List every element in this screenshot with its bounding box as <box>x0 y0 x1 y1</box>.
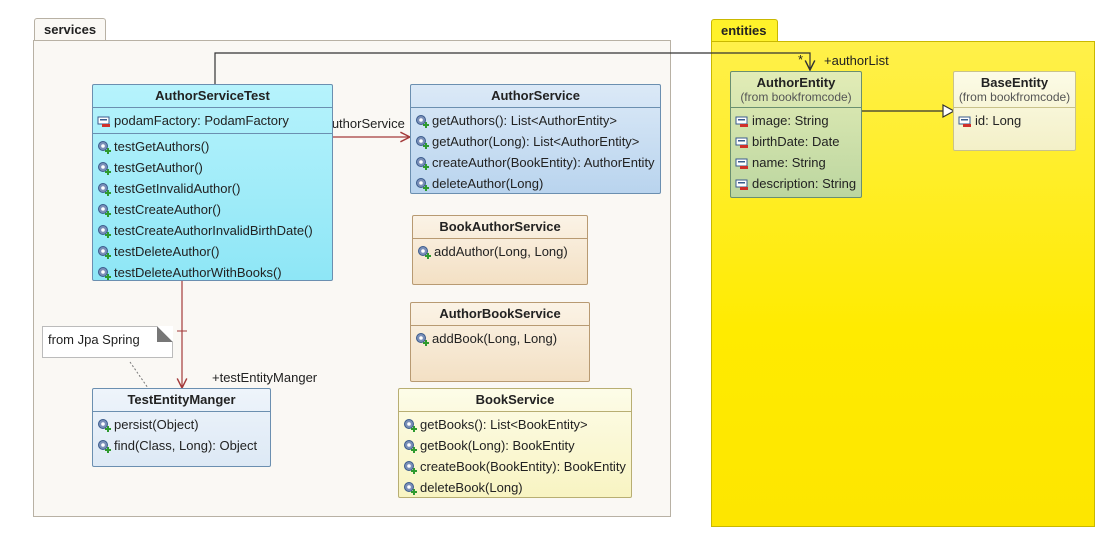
class-name: BookService <box>475 392 555 407</box>
class-name: BaseEntity <box>980 75 1049 90</box>
method-row[interactable]: testGetAuthor() <box>97 157 332 178</box>
public-method-icon <box>98 182 111 196</box>
method-row[interactable]: testGetAuthors() <box>97 136 332 157</box>
private-attribute-icon <box>735 137 748 148</box>
public-method-icon <box>98 439 111 453</box>
private-attribute-icon <box>97 116 110 127</box>
methods-section: testGetAuthors() testGetAuthor() testGet… <box>93 133 332 285</box>
attribute-row[interactable]: podamFactory: PodamFactory <box>97 110 332 131</box>
method-row[interactable]: getAuthors(): List<AuthorEntity> <box>415 110 660 131</box>
author-service-role-label: +authorService <box>317 116 405 131</box>
methods-section: persist(Object) find(Class, Long): Objec… <box>93 411 270 458</box>
author-service-test-class[interactable]: AuthorServiceTest podamFactory: PodamFac… <box>92 84 333 281</box>
attribute-row[interactable]: name: String <box>735 152 861 173</box>
attribute-row[interactable]: id: Long <box>958 110 1075 131</box>
services-package-tab[interactable]: services <box>34 18 106 40</box>
class-name: BookAuthorService <box>439 219 561 234</box>
method-row[interactable]: createBook(BookEntity): BookEntity <box>403 456 631 477</box>
public-method-icon <box>416 332 429 346</box>
author-book-service-class[interactable]: AuthorBookService addBook(Long, Long) <box>410 302 590 382</box>
author-list-role-label: +authorList <box>824 53 889 68</box>
attributes-section: id: Long <box>954 107 1075 133</box>
methods-section: addAuthor(Long, Long) <box>413 238 587 264</box>
method-row[interactable]: addBook(Long, Long) <box>415 328 589 349</box>
book-service-class[interactable]: BookService getBooks(): List<BookEntity>… <box>398 388 632 498</box>
attributes-section: image: String birthDate: Date name: Stri… <box>731 107 861 196</box>
method-row[interactable]: getBooks(): List<BookEntity> <box>403 414 631 435</box>
method-row[interactable]: createAuthor(BookEntity): AuthorEntity <box>415 152 660 173</box>
class-name: AuthorService <box>491 88 580 103</box>
note[interactable]: from Jpa Spring <box>42 326 173 358</box>
class-name: AuthorBookService <box>439 306 561 321</box>
method-row[interactable]: find(Class, Long): Object <box>97 435 270 456</box>
public-method-icon <box>98 203 111 217</box>
public-method-icon <box>98 140 111 154</box>
public-method-icon <box>98 224 111 238</box>
method-row[interactable]: testDeleteAuthor() <box>97 241 332 262</box>
private-attribute-icon <box>735 179 748 190</box>
attribute-row[interactable]: image: String <box>735 110 861 131</box>
method-row[interactable]: deleteAuthor(Long) <box>415 173 660 194</box>
note-fold-icon <box>157 326 173 342</box>
book-author-service-class[interactable]: BookAuthorService addAuthor(Long, Long) <box>412 215 588 285</box>
public-method-icon <box>98 418 111 432</box>
base-entity-class[interactable]: BaseEntity (from bookfromcode) id: Long <box>953 71 1076 151</box>
public-method-icon <box>98 245 111 259</box>
method-row[interactable]: testCreateAuthor() <box>97 199 332 220</box>
entities-package-label: entities <box>721 23 767 38</box>
method-row[interactable]: testDeleteAuthorWithBooks() <box>97 262 332 283</box>
class-name: AuthorServiceTest <box>155 88 270 103</box>
generalization-arrowhead <box>942 103 956 119</box>
public-method-icon <box>404 439 417 453</box>
note-anchor <box>129 361 149 389</box>
public-method-icon <box>416 114 429 128</box>
private-attribute-icon <box>735 116 748 127</box>
author-service-class[interactable]: AuthorService getAuthors(): List<AuthorE… <box>410 84 661 194</box>
author-list-multiplicity: * <box>798 52 804 67</box>
public-method-icon <box>404 460 417 474</box>
methods-section: addBook(Long, Long) <box>411 325 589 351</box>
test-entity-manger-class[interactable]: TestEntityManger persist(Object) find(Cl… <box>92 388 271 467</box>
class-name: TestEntityManger <box>127 392 236 407</box>
public-method-icon <box>416 177 429 191</box>
attributes-section: podamFactory: PodamFactory <box>93 107 332 133</box>
class-origin: (from bookfromcode) <box>740 90 852 104</box>
method-row[interactable]: testCreateAuthorInvalidBirthDate() <box>97 220 332 241</box>
author-list-association <box>214 52 810 84</box>
method-row[interactable]: addAuthor(Long, Long) <box>417 241 587 262</box>
attribute-row[interactable]: birthDate: Date <box>735 131 861 152</box>
note-text: from Jpa Spring <box>48 332 140 347</box>
author-entity-class[interactable]: AuthorEntity (from bookfromcode) image: … <box>730 71 862 198</box>
attribute-row[interactable]: description: String <box>735 173 861 194</box>
method-row[interactable]: persist(Object) <box>97 414 270 435</box>
methods-section: getBooks(): List<BookEntity> getBook(Lon… <box>399 411 631 500</box>
class-origin: (from bookfromcode) <box>958 90 1071 104</box>
public-method-icon <box>416 135 429 149</box>
test-entity-manger-role-label: +testEntityManger <box>212 370 318 385</box>
entities-package-tab[interactable]: entities <box>711 19 778 41</box>
method-row[interactable]: testGetInvalidAuthor() <box>97 178 332 199</box>
method-row[interactable]: getBook(Long): BookEntity <box>403 435 631 456</box>
private-attribute-icon <box>735 158 748 169</box>
public-method-icon <box>404 481 417 495</box>
methods-section: getAuthors(): List<AuthorEntity> getAuth… <box>411 107 660 196</box>
public-method-icon <box>98 266 111 280</box>
method-row[interactable]: getAuthor(Long): List<AuthorEntity> <box>415 131 660 152</box>
services-package-label: services <box>44 22 97 37</box>
private-attribute-icon <box>958 116 971 127</box>
public-method-icon <box>404 418 417 432</box>
public-method-icon <box>416 156 429 170</box>
public-method-icon <box>98 161 111 175</box>
method-row[interactable]: deleteBook(Long) <box>403 477 631 498</box>
class-name: AuthorEntity <box>756 75 836 90</box>
public-method-icon <box>418 245 431 259</box>
